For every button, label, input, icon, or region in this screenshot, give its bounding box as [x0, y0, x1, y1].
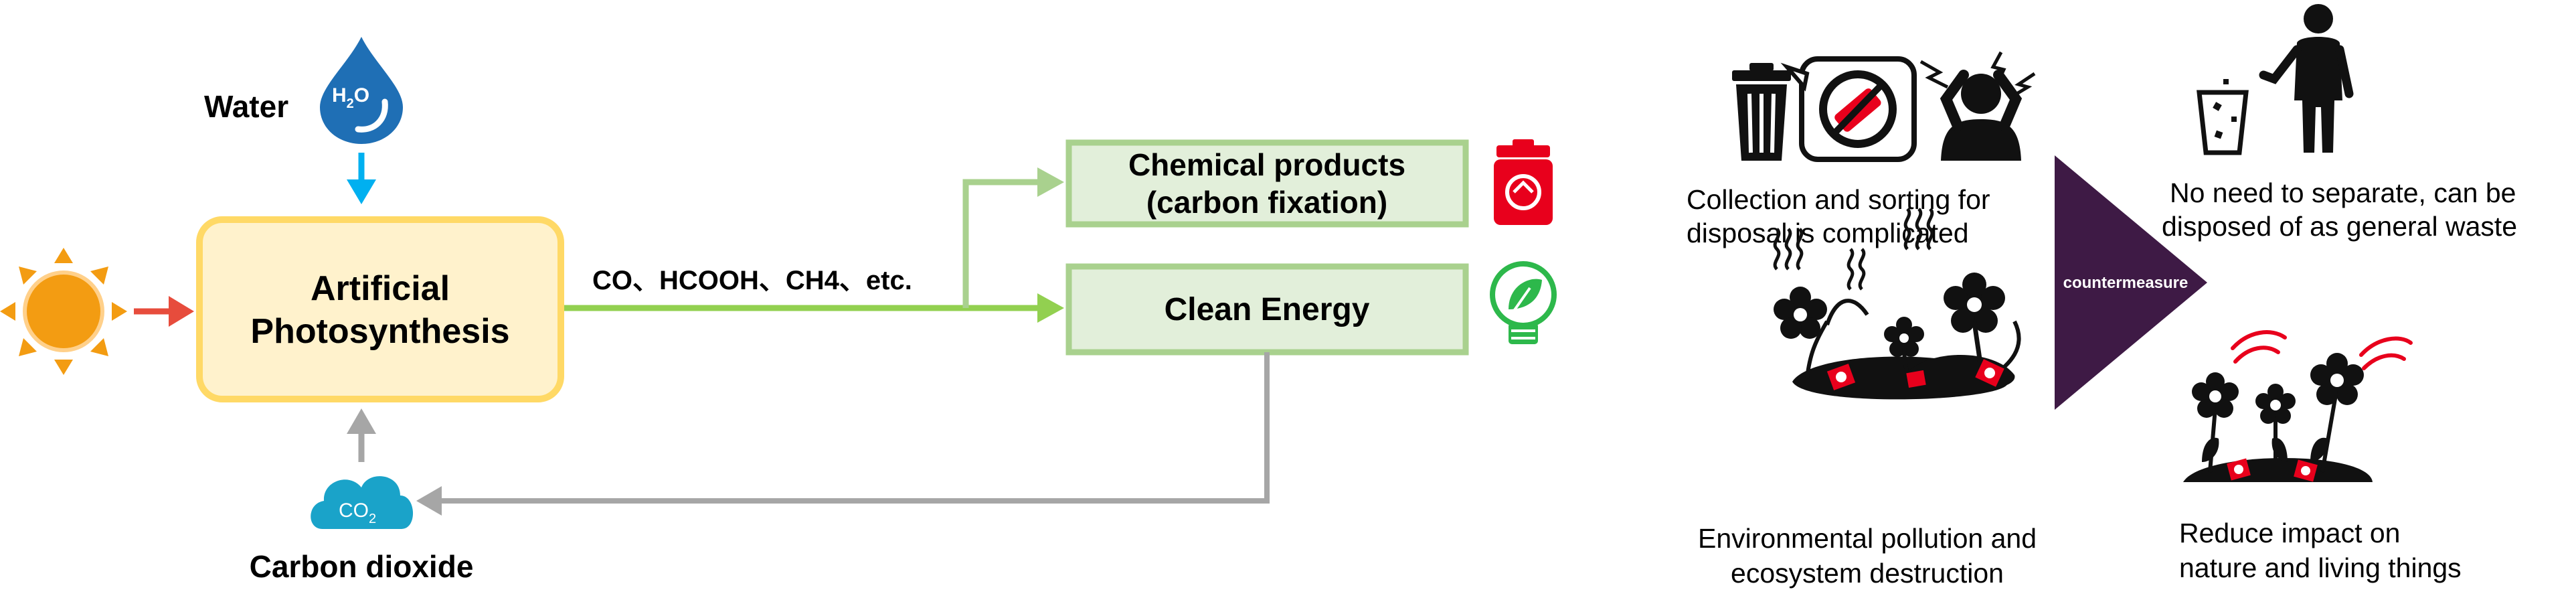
chemical-line-2: (carbon fixation)	[1146, 185, 1387, 220]
problem2-line-2: ecosystem destruction	[1731, 558, 2004, 589]
sun-arrow	[134, 296, 194, 327]
co2-formula-sub: 2	[369, 512, 376, 526]
problem1-line-1: Collection and sorting for	[1687, 184, 1990, 215]
chemical-products-box	[1065, 139, 1469, 228]
water-arrow	[347, 153, 376, 204]
no-sorting-bubble-icon	[1780, 56, 1917, 162]
countermeasure-label: countermeasure	[2063, 274, 2188, 292]
products-text: CO、HCOOH、CH4、etc.	[592, 266, 912, 295]
water-formula-h: H	[332, 84, 347, 106]
person-trash-icon	[2197, 4, 2354, 155]
feedback-arrow	[416, 352, 1270, 516]
artificial-photosynthesis-box	[196, 216, 564, 402]
solution2-line-2: nature and living things	[2179, 552, 2462, 583]
problem1-line-2: disposal is complicated	[1687, 218, 1969, 248]
chemical-line-1: Chemical products	[1128, 147, 1405, 182]
svg-text:CO2: CO2	[339, 500, 376, 526]
co2-arrow	[347, 408, 376, 462]
stressed-person-icon	[1919, 51, 2036, 161]
output-arrows	[564, 167, 1064, 323]
process-line-1: Artificial	[311, 269, 450, 308]
sun-icon	[0, 248, 127, 375]
water-drop-icon: H2O	[320, 37, 403, 144]
polluted-flowers-icon	[1773, 208, 2021, 400]
recycle-can-icon	[1494, 139, 1553, 225]
process-line-2: Photosynthesis	[250, 312, 509, 351]
carbon-dioxide-label: Carbon dioxide	[250, 549, 474, 584]
countermeasure-arrow	[2055, 155, 2207, 410]
healthy-flowers-icon	[2183, 330, 2413, 482]
clean-energy-box	[1065, 263, 1469, 356]
trash-can-icon	[1732, 63, 1791, 161]
water-label: Water	[204, 89, 288, 124]
solution2-line-1: Reduce impact on	[2179, 518, 2400, 548]
water-formula-sub: 2	[347, 96, 354, 111]
solution1-line-1: No need to separate, can be	[2170, 177, 2516, 208]
solution1-line-2: disposed of as general waste	[2162, 211, 2517, 242]
eco-bulb-icon	[1490, 261, 1557, 344]
co2-cloud-icon: CO2	[311, 476, 414, 529]
problem2-line-1: Environmental pollution and	[1698, 523, 2037, 554]
water-formula-o: O	[354, 84, 369, 106]
clean-energy-label: Clean Energy	[1165, 292, 1370, 327]
svg-text:H2O: H2O	[332, 84, 369, 111]
co2-formula-c: CO	[339, 500, 369, 522]
